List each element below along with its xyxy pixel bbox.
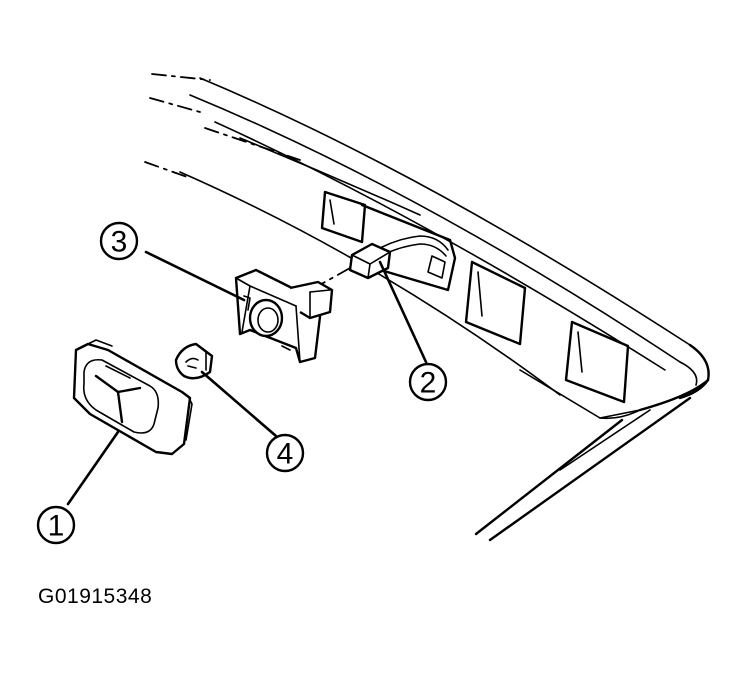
callout-number-2: 2 [420, 367, 437, 400]
callout-1: 1 [36, 505, 76, 545]
callout-number-4: 4 [277, 438, 294, 471]
callout-3: 3 [99, 221, 139, 261]
callout-4: 4 [265, 433, 305, 473]
wedge-bulb [174, 342, 214, 380]
leader-line-2 [378, 260, 428, 364]
lamp-socket-housing [234, 268, 334, 364]
leader-line-3 [144, 250, 246, 302]
figure-id-code: G01915348 [38, 585, 153, 608]
callout-number-1: 1 [48, 510, 65, 543]
wiring-connector [317, 235, 449, 287]
lamp-lens [72, 339, 193, 456]
callout-number-3: 3 [111, 226, 128, 259]
leader-line-4 [200, 370, 278, 438]
leader-lines [66, 250, 428, 506]
vehicle-body-panel [144, 73, 710, 542]
leader-line-1 [66, 430, 120, 506]
callout-2: 2 [408, 362, 448, 402]
